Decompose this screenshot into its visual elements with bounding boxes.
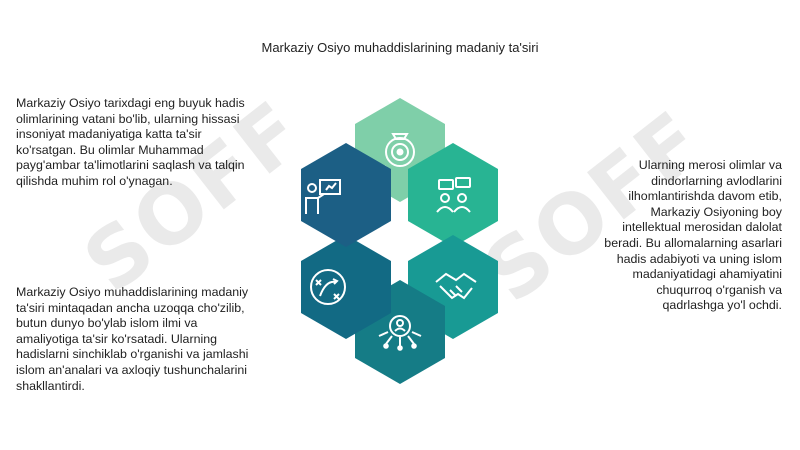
left-top-paragraph: Markaziy Osiyo tarixdagi eng buyuk hadis… [16,96,245,188]
strategy-icon [310,269,346,305]
hex-bottom-left [301,235,391,339]
right-paragraph: Ularning merosi olimlar va dindorlarning… [604,158,782,313]
discussion-icon [436,177,471,213]
hex-top-left [301,143,391,247]
presentation-icon [305,179,341,214]
left-bottom-paragraph: Markaziy Osiyo muhaddislarining madaniy … [16,285,249,393]
hex-top-right [408,143,498,247]
handshake-icon [435,272,477,300]
page-title: Markaziy Osiyo muhaddislarining madaniy … [261,40,539,55]
network-person-icon [378,315,422,351]
